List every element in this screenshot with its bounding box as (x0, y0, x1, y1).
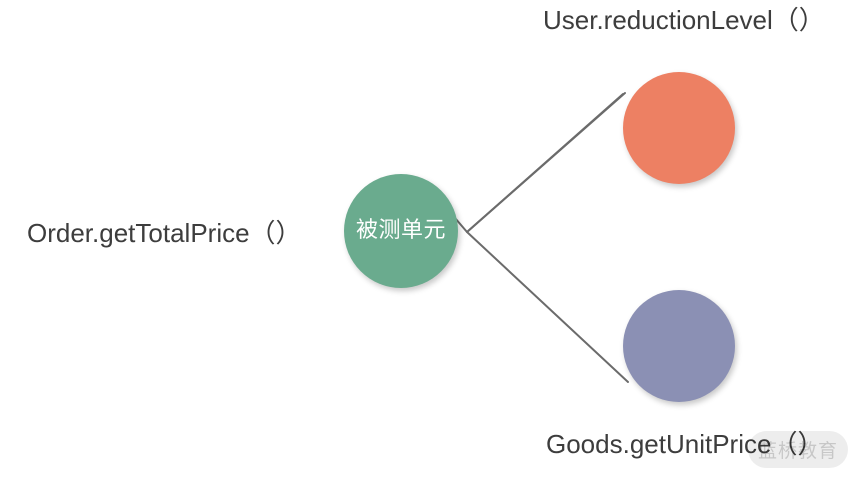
caption-goods-get-unit-price: Goods.getUnitPrice（） (546, 429, 824, 459)
node-unit-under-test[interactable]: 被测单元 (344, 174, 458, 288)
caption-user-reduction-level: User.reductionLevel（） (543, 5, 825, 35)
node-goods-unit-price[interactable] (623, 290, 735, 402)
caption-order-get-total-price: Order.getTotalPrice（） (27, 218, 302, 248)
edge-junction-upper (466, 93, 624, 233)
node-unit-under-test-label: 被测单元 (355, 218, 446, 243)
edge-junction-lower (466, 231, 629, 383)
node-user-reduction-level[interactable] (623, 72, 735, 184)
